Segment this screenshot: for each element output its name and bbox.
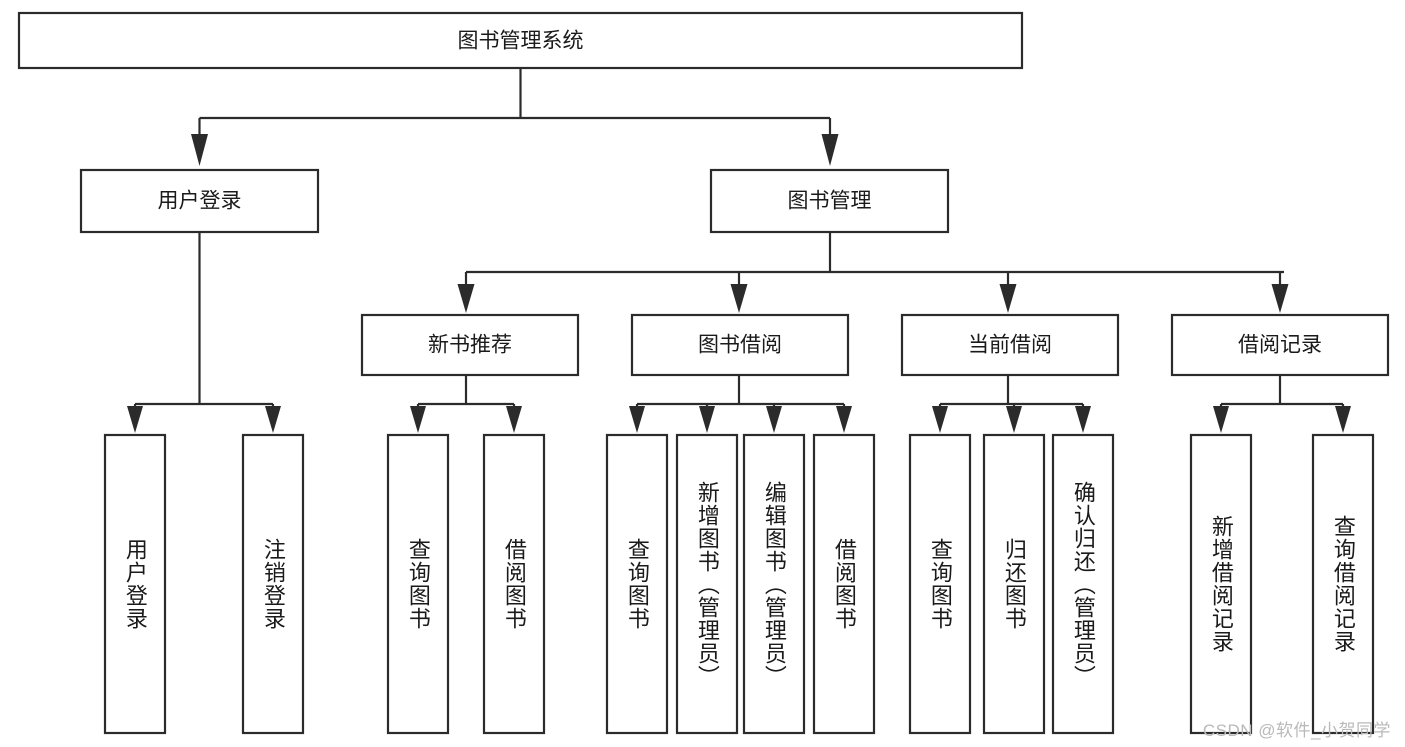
arrow-head-leaf-logout — [265, 406, 281, 433]
leaf-box-bo-edit-book[interactable] — [742, 433, 806, 735]
leaf-box-bo-query-book[interactable] — [605, 433, 669, 735]
arrow-head-leaf-cu-query — [932, 406, 948, 433]
arrow-head-leaf-user-login — [127, 406, 143, 433]
arrow-head-leaf-nb-query — [410, 406, 426, 433]
leaf-box-cu-query-book[interactable] — [908, 433, 972, 735]
leaf-box-cu-return-book[interactable] — [982, 433, 1046, 735]
arrow-head-leaf-re-query — [1335, 406, 1351, 433]
leaf-box-cu-confirm-return[interactable] — [1051, 433, 1115, 735]
arrow-head-leaf-bo-edit — [766, 406, 782, 433]
connector-group-current — [932, 375, 1091, 433]
node-book-borrow-label: 图书借阅 — [698, 334, 782, 357]
arrow-head-user-login — [191, 134, 208, 166]
leaf-box-user-login[interactable] — [103, 433, 167, 735]
arrow-head-borrow — [730, 284, 748, 313]
arrow-head-leaf-cu-return — [1006, 406, 1022, 433]
connector-group-user-login — [127, 232, 281, 433]
node-borrow-record-box — [1170, 313, 1390, 377]
node-borrow-record[interactable]: 借阅记录 — [1170, 313, 1390, 377]
node-root-label: 图书管理系统 — [458, 30, 584, 53]
arrow-head-leaf-cu-confirm — [1075, 406, 1091, 433]
node-root-system[interactable]: 图书管理系统 — [17, 11, 1024, 70]
connector-group-root — [191, 68, 839, 166]
leaf-box-logout[interactable] — [241, 433, 305, 735]
node-user-login-box — [79, 168, 320, 234]
leaf-box-re-add-record[interactable] — [1189, 433, 1253, 735]
node-book-borrow[interactable]: 图书借阅 — [630, 313, 850, 377]
node-user-login-label: 用户登录 — [158, 190, 242, 213]
arrow-head-new-book — [457, 284, 475, 313]
arrow-head-leaf-bo-query — [629, 406, 645, 433]
node-new-book-recommend[interactable]: 新书推荐 — [360, 313, 580, 377]
leaf-box-bo-add-book[interactable] — [675, 433, 739, 735]
connector-group-book-manage — [457, 232, 1289, 313]
leaf-box-nb-borrow-book[interactable] — [482, 433, 546, 735]
arrow-head-leaf-bo-add — [699, 406, 715, 433]
node-current-borrow-box — [900, 313, 1120, 377]
node-current-borrow-label: 当前借阅 — [968, 334, 1052, 357]
node-new-book-recommend-box — [360, 313, 580, 377]
connector-group-borrow — [629, 375, 852, 433]
csdn-watermark: CSDN @软件_小贺同学 — [1202, 721, 1391, 740]
arrow-head-leaf-nb-borrow — [506, 406, 522, 433]
node-root-box — [17, 11, 1024, 70]
node-book-manage[interactable]: 图书管理 — [709, 168, 950, 234]
node-borrow-record-label: 借阅记录 — [1238, 334, 1322, 357]
node-current-borrow[interactable]: 当前借阅 — [900, 313, 1120, 377]
node-user-login[interactable]: 用户登录 — [79, 168, 320, 234]
node-book-manage-label: 图书管理 — [788, 190, 872, 213]
arrow-head-book-manage — [821, 134, 839, 166]
arrow-head-leaf-bo-borrow — [836, 406, 852, 433]
node-book-manage-box — [709, 168, 950, 234]
arrow-head-record — [1271, 284, 1289, 313]
leaf-box-re-query-record[interactable] — [1311, 433, 1375, 735]
node-book-borrow-box — [630, 313, 850, 377]
arrow-head-current — [999, 284, 1017, 313]
leaf-box-bo-borrow-book[interactable] — [812, 433, 876, 735]
leaf-box-nb-query-book[interactable] — [386, 433, 450, 735]
leaf-box-group — [103, 433, 1375, 735]
connector-group-record — [1213, 375, 1351, 433]
arrow-head-leaf-re-add — [1213, 406, 1229, 433]
node-new-book-recommend-label: 新书推荐 — [428, 334, 512, 357]
connector-group-new-book — [410, 375, 522, 433]
